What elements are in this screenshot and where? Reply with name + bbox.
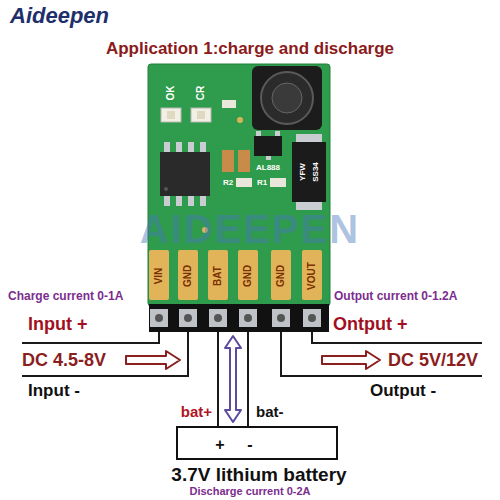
solder-pad: [238, 250, 258, 300]
led-label: OK: [165, 86, 177, 101]
solder-pad: [149, 250, 169, 300]
solder-pad: [271, 250, 291, 300]
output-minus-wire: [281, 332, 482, 376]
resistor-chip: [222, 100, 236, 108]
ic-leg: [200, 196, 206, 206]
pin-name: VOUT: [306, 262, 318, 290]
ic-leg: [164, 196, 170, 206]
chip-marking: SS34: [311, 162, 320, 182]
battery-caption: 3.7V lithium battery: [171, 464, 346, 486]
part-name: R1: [257, 178, 267, 187]
wire-label: bat-: [256, 403, 284, 420]
pin-hole: [155, 314, 163, 322]
battery-wire: [217, 332, 219, 426]
schottky-diode: [292, 142, 326, 202]
pin-name: GND: [275, 265, 287, 287]
led-cr: [191, 108, 211, 122]
diode-pad: [296, 134, 322, 142]
pin-hole: [244, 314, 252, 322]
header-pin: [272, 309, 290, 327]
header-pin: [209, 309, 227, 327]
capacitor: [238, 150, 250, 172]
brand-logo: Aideepen: [10, 3, 109, 28]
battery-wire: [247, 332, 249, 426]
header-pin: [179, 309, 197, 327]
wire-label: bat+: [181, 403, 212, 420]
solder-pad: [208, 250, 228, 300]
ic-leg: [164, 142, 170, 152]
inductor-winding: [261, 72, 313, 124]
pin-name: GND: [182, 265, 194, 287]
pin-header: [149, 304, 329, 332]
led-ok: [161, 108, 181, 122]
terminal-label: Input -: [28, 381, 80, 401]
header-pin: [239, 309, 257, 327]
solder-pad: [302, 250, 322, 300]
sot-leg: [275, 131, 280, 136]
output-flow-arrow: [322, 351, 380, 369]
pcb-module: OK CR AL888 YFW SS34R2 R1VIN GND BAT GND GND VOUT: [148, 64, 330, 332]
battery-box: +-3.7V lithium battery: [176, 426, 338, 460]
watermark: AIDEEPEN: [140, 206, 361, 252]
boost-ic: [254, 136, 282, 156]
ic-leg: [188, 196, 194, 206]
chip-marking: AL888: [256, 163, 280, 172]
polarity-mark: -: [247, 436, 252, 454]
part-name: R2: [223, 178, 233, 187]
voltage-label: DC 4.5-8V: [22, 350, 106, 371]
chip-marking: YFW: [298, 163, 307, 181]
led-label: CR: [195, 86, 207, 100]
ic-leg: [188, 142, 194, 152]
charger-ic: [160, 152, 210, 196]
pcb-board: [148, 64, 330, 306]
pin-hole: [308, 314, 316, 322]
header-pin: [303, 309, 321, 327]
pin-name: VIN: [153, 268, 165, 285]
current-note: Output current 0-1.2A: [334, 290, 457, 304]
ic-leg: [176, 142, 182, 152]
terminal-label: Ontput +: [333, 314, 408, 335]
flow-arrow: [225, 336, 241, 422]
via: [237, 117, 243, 123]
current-note: Discharge current 0-2A: [189, 485, 310, 498]
terminal-label: Output -: [370, 381, 436, 401]
capacitor: [222, 150, 234, 172]
pin-name: BAT: [212, 266, 224, 286]
led-lens: [167, 111, 175, 119]
resistor-chip: [270, 178, 286, 187]
sot-leg: [266, 156, 271, 160]
resistor-chip: [236, 178, 252, 187]
header-pin: [150, 309, 168, 327]
sot-leg: [256, 131, 261, 136]
inductor-core: [272, 83, 302, 113]
voltage-label: DC 5V/12V: [388, 350, 478, 371]
input-minus-wire: [22, 332, 188, 376]
pin-hole: [184, 314, 192, 322]
ic-leg: [176, 196, 182, 206]
input-flow-arrow: [126, 351, 180, 369]
polarity-mark: +: [215, 436, 224, 454]
pin-hole: [214, 314, 222, 322]
pin-hole: [277, 314, 285, 322]
current-note: Charge current 0-1A: [8, 290, 123, 304]
pin1-dot: [164, 187, 168, 191]
ic-leg: [200, 142, 206, 152]
solder-pad: [178, 250, 198, 300]
pin-name: GND: [242, 265, 254, 287]
inductor: [252, 66, 322, 130]
diagram-title: Application 1:charge and discharge: [106, 39, 394, 59]
terminal-label: Input +: [28, 314, 88, 335]
led-lens: [197, 111, 205, 119]
